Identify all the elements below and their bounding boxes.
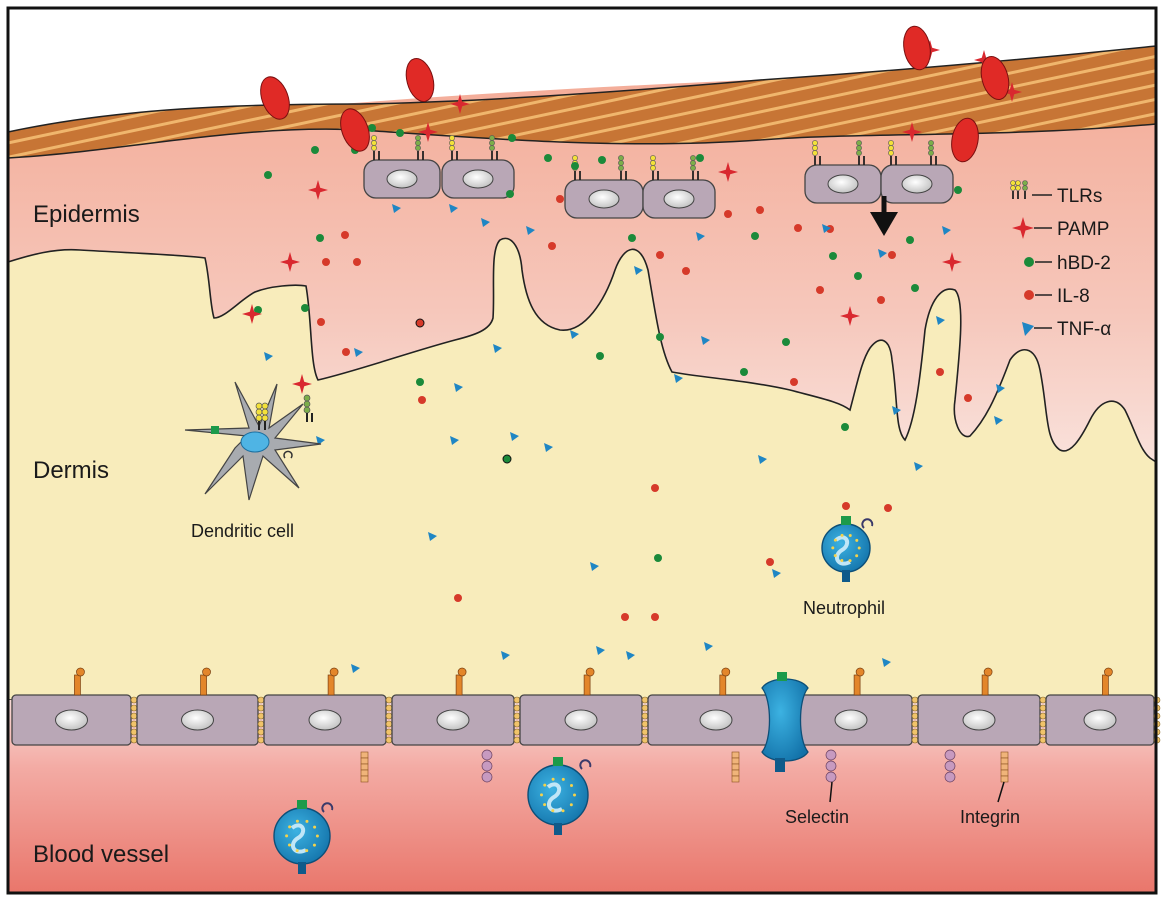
il8-dot <box>766 558 774 566</box>
il8-dot <box>548 242 556 250</box>
il8-dot <box>884 504 892 512</box>
hbd2-dot <box>911 284 919 292</box>
hbd2-dot <box>596 352 604 360</box>
integrin-receptor <box>1001 752 1008 782</box>
il8-dot <box>794 224 802 232</box>
il8-dot <box>964 394 972 402</box>
legend-label-pamp: PAMP <box>1057 219 1109 240</box>
hbd2-dot <box>416 378 424 386</box>
il8-dot <box>342 348 350 356</box>
il8-dot <box>842 502 850 510</box>
il8-dot <box>341 231 349 239</box>
hbd2-dot <box>740 368 748 376</box>
dot-icon <box>1024 257 1034 267</box>
il8-dot <box>556 195 564 203</box>
transmigrating-neutrophil <box>762 672 808 772</box>
dot-icon <box>1024 290 1034 300</box>
il8-dot <box>790 378 798 386</box>
hbd2-dot <box>696 154 704 162</box>
region-label-epidermis: Epidermis <box>33 201 140 228</box>
integrin-receptor <box>732 752 739 782</box>
label-dendritic-cell: Dendritic cell <box>191 521 294 541</box>
il8-dot <box>888 251 896 259</box>
hbd2-dot <box>841 423 849 431</box>
selectin-receptor <box>945 750 955 782</box>
hbd2-dot <box>829 252 837 260</box>
hbd2-dot <box>654 554 662 562</box>
il8-dot <box>756 206 764 214</box>
receptor-icon <box>211 426 219 434</box>
region-label-dermis: Dermis <box>33 457 109 484</box>
label-selectin: Selectin <box>785 807 849 827</box>
hbd2-dot <box>316 234 324 242</box>
il8-dot <box>353 258 361 266</box>
legend-label-il8: IL-8 <box>1057 286 1090 307</box>
il8-dot <box>936 368 944 376</box>
il8-dot <box>621 613 629 621</box>
il8-dot <box>651 613 659 621</box>
il8-dot <box>317 318 325 326</box>
il8-dot <box>322 258 330 266</box>
il8-dot <box>651 484 659 492</box>
il8-dot <box>682 267 690 275</box>
selectin-receptor <box>826 750 836 782</box>
hbd2-dot <box>506 190 514 198</box>
region-label-blood-vessel: Blood vessel <box>33 841 169 868</box>
il8-dot <box>454 594 462 602</box>
hbd2-dot <box>782 338 790 346</box>
legend-label-hbd2: hBD-2 <box>1057 253 1111 274</box>
integrin-receptor <box>361 752 368 782</box>
hbd2-dot <box>508 134 516 142</box>
hbd2-dot <box>854 272 862 280</box>
hbd2-dot <box>628 234 636 242</box>
legend-label-tlr: TLRs <box>1057 186 1102 207</box>
il8-dot <box>416 319 424 327</box>
hbd2-dot <box>751 232 759 240</box>
hbd2-dot <box>396 129 404 137</box>
label-neutrophil: Neutrophil <box>803 598 885 618</box>
hbd2-dot <box>571 162 579 170</box>
hbd2-dot <box>906 236 914 244</box>
il8-dot <box>656 251 664 259</box>
hbd2-dot <box>311 146 319 154</box>
hbd2-dot <box>503 455 511 463</box>
hbd2-dot <box>656 333 664 341</box>
selectin-receptor <box>482 750 492 782</box>
il8-dot <box>724 210 732 218</box>
hbd2-dot <box>264 171 272 179</box>
il8-dot <box>418 396 426 404</box>
hbd2-dot <box>544 154 552 162</box>
hbd2-dot <box>301 304 309 312</box>
il8-dot <box>877 296 885 304</box>
hbd2-dot <box>598 156 606 164</box>
hbd2-dot <box>954 186 962 194</box>
legend-label-tnf: TNF-α <box>1057 319 1111 340</box>
label-integrin: Integrin <box>960 807 1020 827</box>
il8-dot <box>816 286 824 294</box>
